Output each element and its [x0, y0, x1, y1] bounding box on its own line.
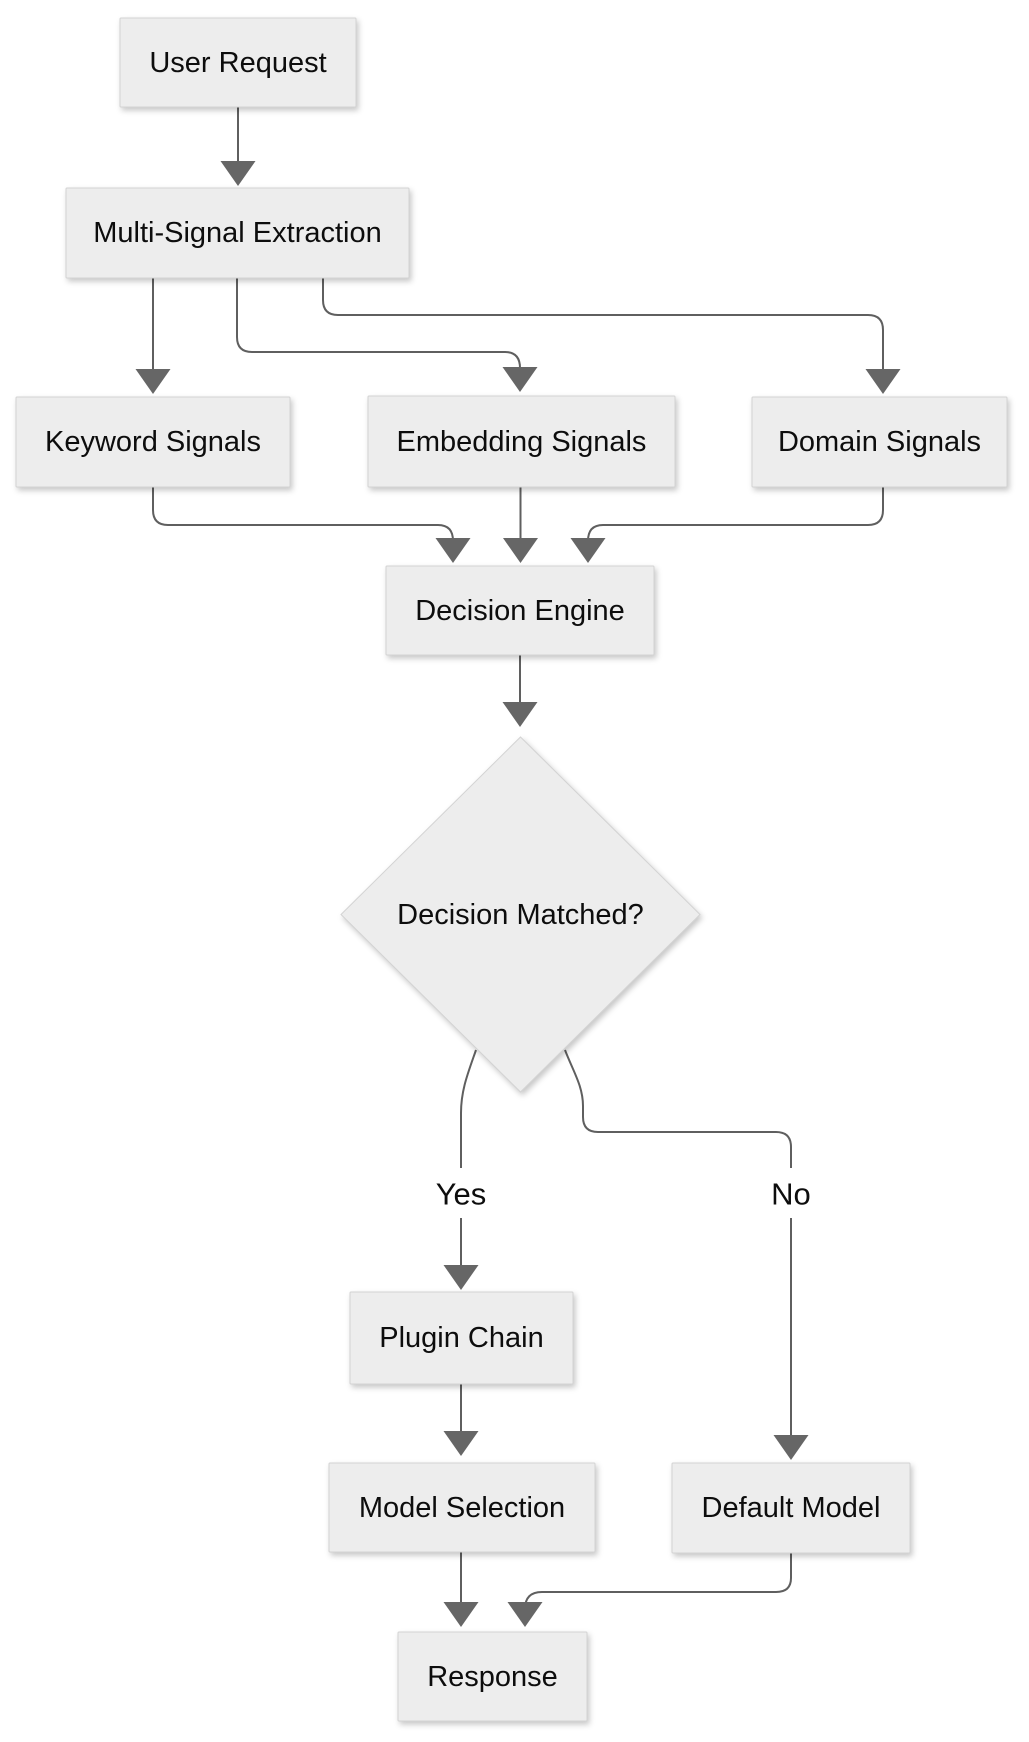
node-user-request: User Request — [119, 17, 357, 108]
node-domain-signals: Domain Signals — [751, 396, 1008, 488]
node-embedding-signals-label: Embedding Signals — [397, 426, 647, 458]
edge-decision-matched-to-default-model — [564, 1049, 792, 1438]
edge-label-yes: Yes — [428, 1168, 494, 1218]
node-model-selection-label: Model Selection — [359, 1492, 565, 1524]
edge-multi-signal-extraction-to-domain-signals — [322, 278, 884, 372]
edge-label-yes-text: Yes — [436, 1177, 487, 1212]
node-plugin-chain-label: Plugin Chain — [379, 1322, 543, 1354]
node-response-box — [397, 1631, 588, 1722]
arrowhead-group — [135, 161, 901, 1627]
node-embedding-signals: Embedding Signals — [367, 395, 676, 488]
node-embedding-signals-box — [367, 395, 676, 488]
edge-multi-signal-extraction-to-embedding-signals — [236, 278, 521, 370]
arrowhead-into-keyword-signals — [135, 369, 171, 394]
node-multi-signal-extraction: Multi-Signal Extraction — [65, 187, 410, 279]
node-default-model-label: Default Model — [702, 1492, 881, 1524]
node-keyword-signals-label: Keyword Signals — [45, 426, 261, 458]
edge-group — [152, 107, 884, 1610]
edge-label-no: No — [764, 1168, 818, 1218]
arrowhead-model-selection-into-response — [443, 1602, 479, 1627]
node-decision-engine-box — [385, 565, 655, 656]
edge-default-model-to-response — [524, 1553, 792, 1610]
node-keyword-signals: Keyword Signals — [15, 396, 291, 488]
node-decision-engine-label: Decision Engine — [415, 595, 625, 627]
arrowhead-into-default-model — [773, 1435, 809, 1460]
arrowhead-embedding-into-decision-engine — [503, 538, 538, 563]
arrowhead-into-multi-signal-extraction — [220, 161, 256, 186]
node-domain-signals-box — [751, 396, 1008, 488]
arrowhead-into-decision-matched — [502, 702, 538, 727]
node-model-selection: Model Selection — [328, 1462, 596, 1553]
arrowhead-keyword-into-decision-engine — [435, 538, 471, 563]
node-decision-matched-diamond — [340, 736, 701, 1093]
arrowhead-into-model-selection — [443, 1431, 479, 1456]
edge-label-no-bg — [764, 1168, 818, 1218]
edge-label-no-text: No — [771, 1177, 811, 1212]
node-keyword-signals-box — [15, 396, 291, 488]
node-response-label: Response — [427, 1661, 558, 1693]
node-domain-signals-label: Domain Signals — [778, 426, 981, 458]
arrowhead-into-plugin-chain — [443, 1265, 479, 1290]
node-decision-matched: Decision Matched? — [340, 736, 701, 1093]
arrowhead-into-embedding-signals — [502, 367, 538, 392]
arrowhead-into-domain-signals — [865, 369, 901, 394]
node-decision-engine: Decision Engine — [385, 565, 655, 656]
arrowhead-default-model-into-response — [507, 1602, 543, 1627]
node-plugin-chain: Plugin Chain — [349, 1291, 574, 1385]
edge-decision-matched-to-plugin-chain — [460, 1049, 477, 1268]
node-default-model: Default Model — [671, 1462, 911, 1554]
node-user-request-label: User Request — [149, 47, 326, 79]
node-multi-signal-extraction-label: Multi-Signal Extraction — [93, 217, 382, 249]
node-response: Response — [397, 1631, 588, 1722]
node-multi-signal-extraction-box — [65, 187, 410, 279]
edge-keyword-signals-to-decision-engine — [152, 487, 454, 542]
edge-domain-signals-to-decision-engine — [587, 487, 884, 542]
node-decision-matched-label: Decision Matched? — [397, 899, 644, 931]
edge-label-yes-bg — [428, 1168, 494, 1218]
node-plugin-chain-box — [349, 1291, 574, 1385]
node-default-model-box — [671, 1462, 911, 1554]
arrowhead-domain-into-decision-engine — [570, 538, 606, 563]
node-model-selection-box — [328, 1462, 596, 1553]
node-user-request-box — [119, 17, 357, 108]
